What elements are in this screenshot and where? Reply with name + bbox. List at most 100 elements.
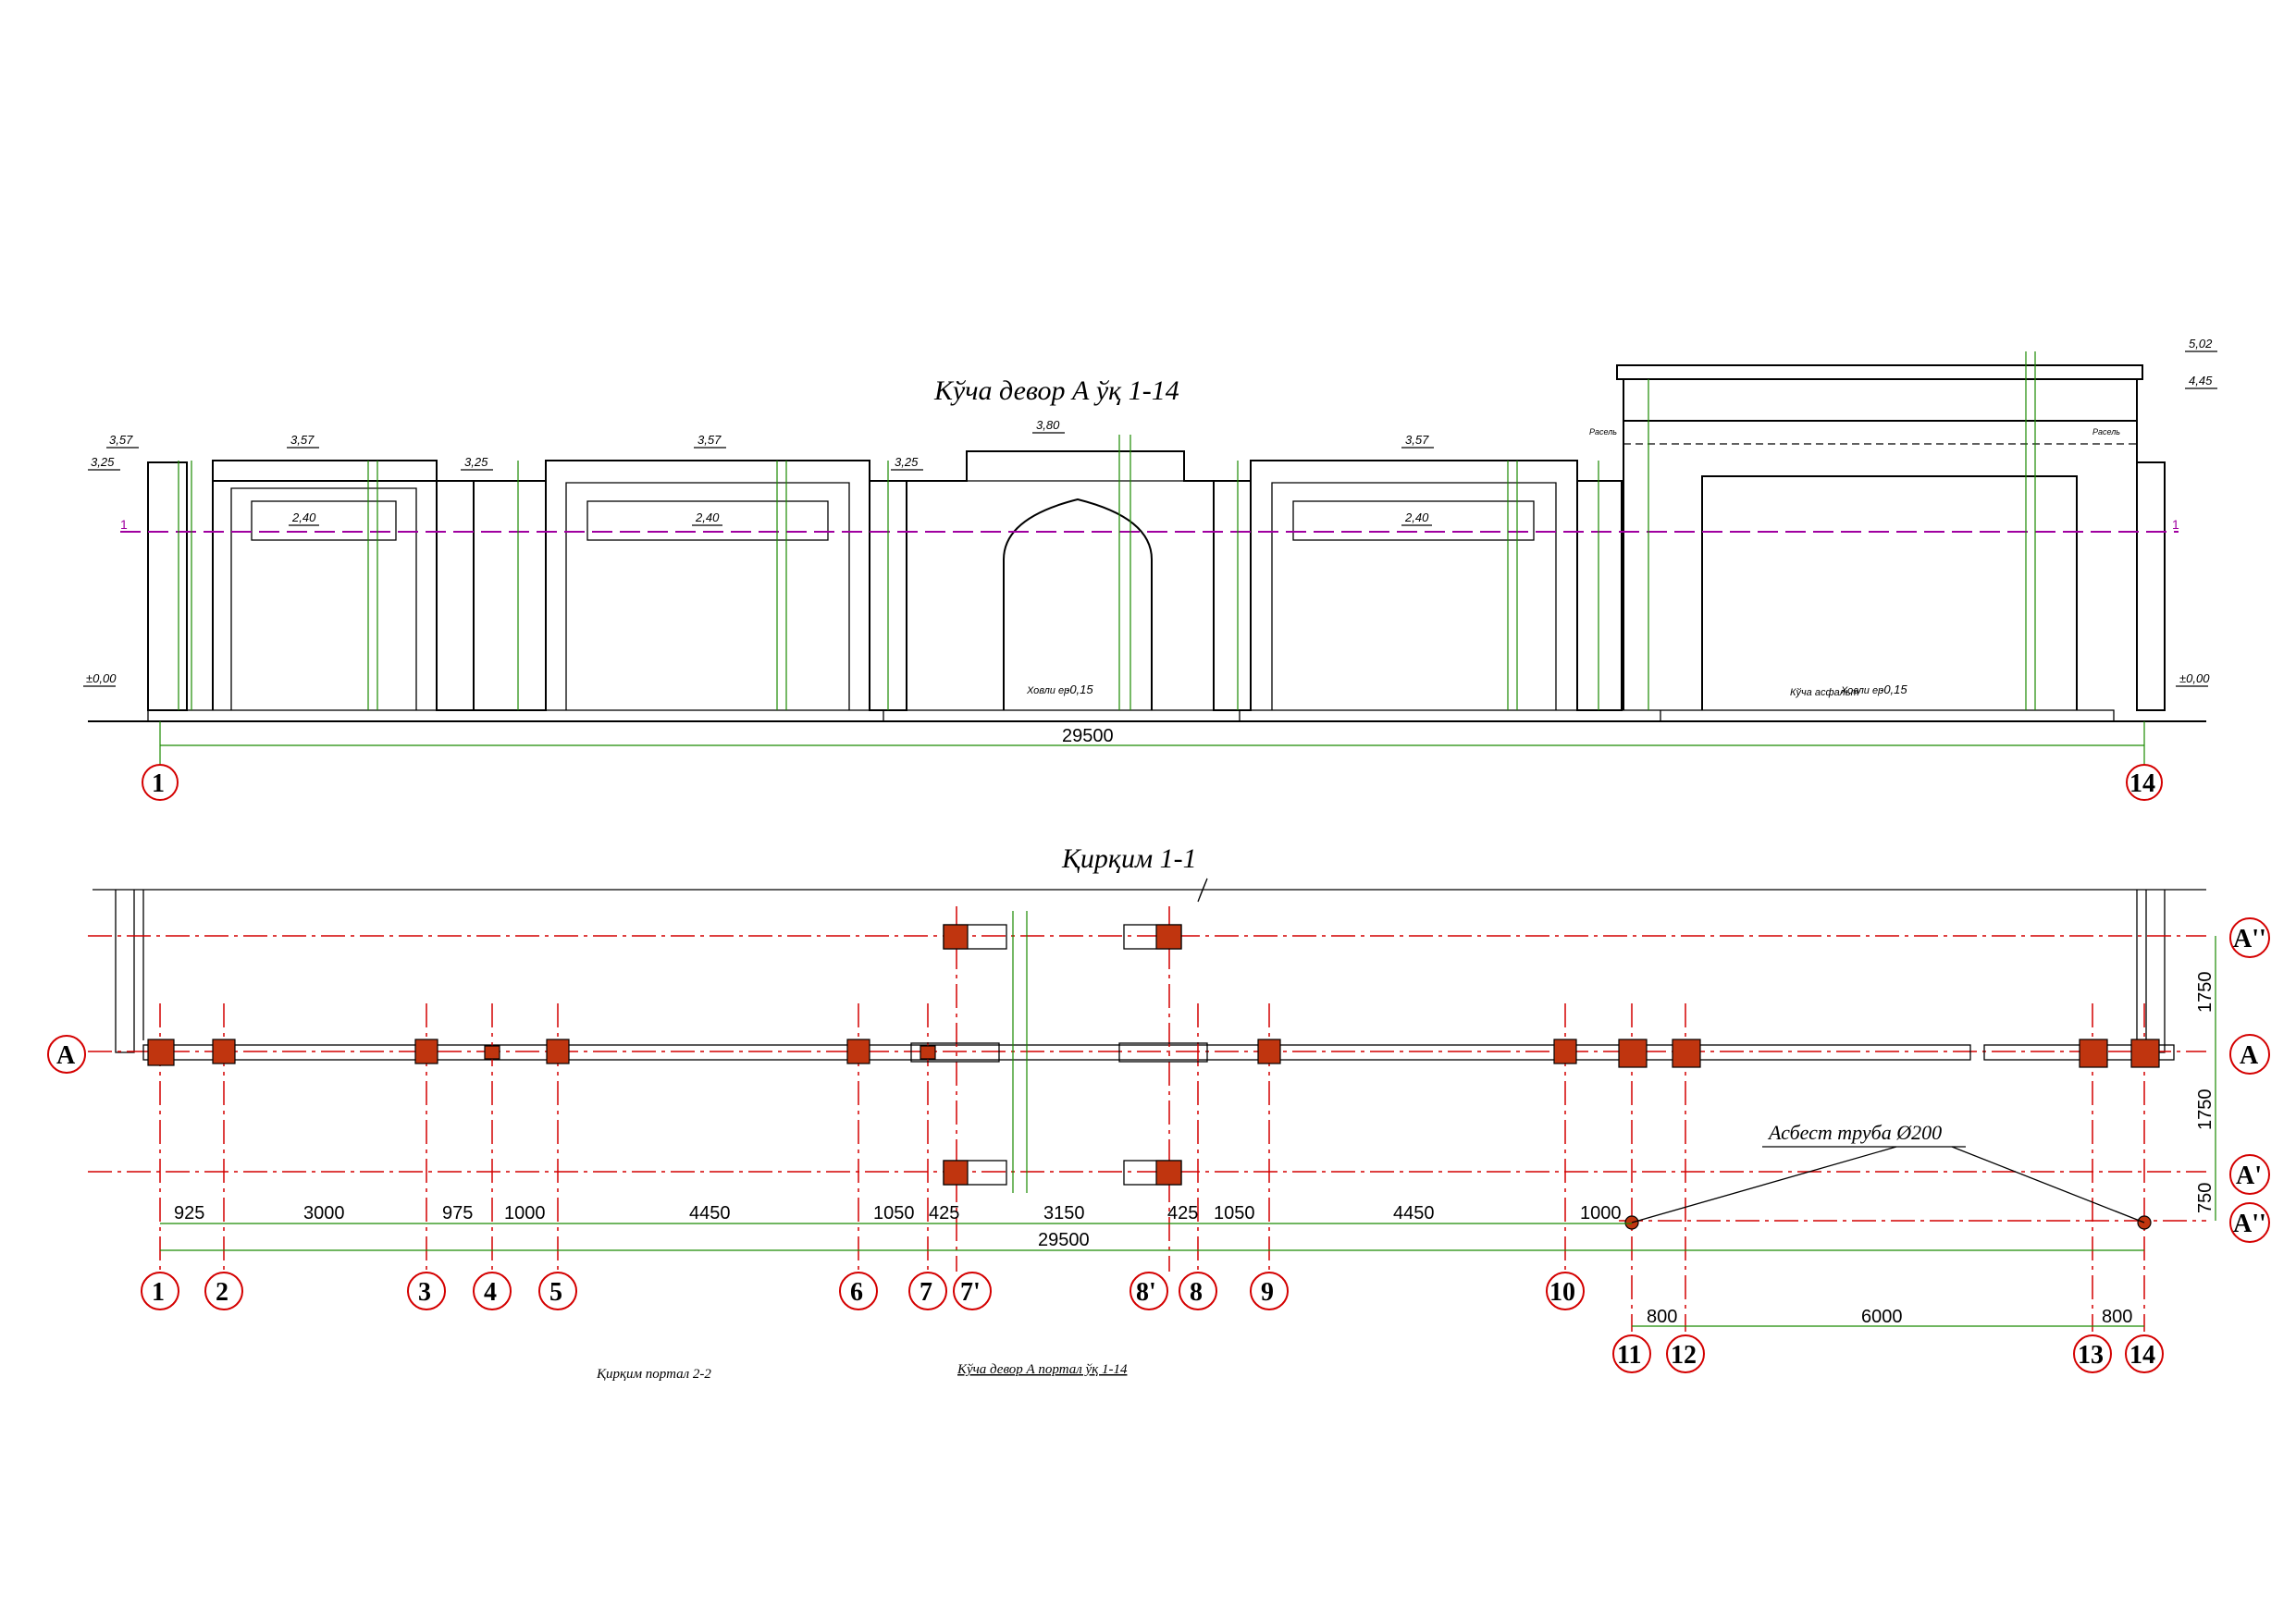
column	[546, 1039, 570, 1064]
axis-marker: A	[47, 1035, 86, 1074]
column	[943, 924, 969, 950]
svg-text:7: 7	[920, 1278, 932, 1307]
svg-text:4450: 4450	[689, 1203, 731, 1223]
ground-labels: Ховли ер -0,15 Кўча асфальт Ховли ер -0,…	[1026, 427, 2120, 698]
elevation-view: Кўча девор А ўқ 1-14	[83, 337, 2217, 801]
wall-panel	[545, 460, 870, 710]
axis-marker: 1	[141, 1272, 179, 1310]
svg-text:1750: 1750	[2195, 1089, 2216, 1131]
svg-text:425: 425	[1167, 1203, 1198, 1223]
column	[212, 1039, 236, 1064]
footer-left: Қирқим портал 2-2	[596, 1367, 711, 1382]
column	[2079, 1039, 2108, 1068]
axis-marker: 5	[538, 1272, 577, 1310]
portal-body	[1623, 421, 2138, 710]
axis-marker: 3	[407, 1272, 446, 1310]
column	[1155, 924, 1182, 950]
vertical-dimensions	[178, 351, 2036, 710]
level-mark: 4,45	[2185, 374, 2217, 389]
svg-text:Расель: Расель	[2092, 427, 2120, 436]
column	[147, 1039, 175, 1066]
section-mark-right: 1	[2172, 517, 2179, 532]
svg-text:3000: 3000	[303, 1203, 345, 1223]
svg-text:Расель: Расель	[1589, 427, 1617, 436]
column	[943, 1160, 969, 1186]
section-mark-left: 1	[120, 517, 128, 532]
svg-text:3,57: 3,57	[290, 433, 315, 447]
plinth	[147, 709, 2115, 722]
level-marks: 3,57 3,25 3,57 3,25 3,57 3,25 3,80 3,57 …	[83, 337, 2217, 687]
svg-text:2,40: 2,40	[1404, 510, 1429, 524]
svg-text:2,40: 2,40	[291, 510, 316, 524]
level-mark: 3,25	[891, 455, 923, 471]
axis-marker: 7'	[953, 1272, 992, 1310]
svg-text:1750: 1750	[2195, 972, 2216, 1014]
svg-text:1050: 1050	[1214, 1203, 1255, 1223]
axis-marker: A''	[2229, 1202, 2270, 1243]
svg-text:925: 925	[174, 1203, 204, 1223]
svg-text:3: 3	[418, 1278, 431, 1307]
svg-text:14: 14	[2129, 769, 2155, 798]
svg-text:3,25: 3,25	[91, 455, 115, 469]
axis-marker: 14	[2125, 1334, 2164, 1373]
svg-text:3,57: 3,57	[109, 433, 133, 447]
wall-strip	[142, 1044, 1971, 1061]
column	[846, 1039, 870, 1064]
svg-text:1: 1	[152, 769, 165, 798]
axis-marker: 10	[1546, 1272, 1585, 1310]
svg-text:13: 13	[2078, 1341, 2104, 1370]
column	[2130, 1039, 2160, 1068]
plan-view: Қирқим 1-1	[47, 843, 2270, 1373]
svg-text:A'': A''	[2233, 1210, 2266, 1238]
elevation-title: Кўча девор А ўқ 1-14	[933, 375, 1179, 406]
level-mark: 3,57	[694, 433, 726, 449]
column	[1553, 1039, 1577, 1064]
column	[1155, 1160, 1182, 1186]
elevation-axis-markers: 1 14	[142, 764, 2163, 801]
column	[1618, 1039, 1648, 1068]
svg-text:3150: 3150	[1043, 1203, 1085, 1223]
axis-marker: 12	[1666, 1334, 1705, 1373]
svg-text:Кўча асфальт: Кўча асфальт	[1790, 687, 1859, 698]
elevation-overall-dimension: 29500	[159, 721, 2145, 768]
wall-panel	[1250, 460, 1578, 710]
axis-marker: A'	[2229, 1154, 2270, 1195]
pier	[147, 461, 188, 711]
svg-text:A': A'	[2236, 1162, 2262, 1190]
svg-text:±0,00: ±0,00	[86, 671, 117, 685]
footer-notes: Қирқим портал 2-2 Кўча девор А портал ўқ…	[596, 1362, 1128, 1382]
svg-text:10: 10	[1549, 1278, 1575, 1307]
svg-text:7': 7'	[960, 1278, 981, 1307]
portal-cornice	[1616, 364, 2143, 380]
axis-marker: 4	[473, 1272, 512, 1310]
footer-center: Кўча девор А портал ўқ 1-14	[957, 1362, 1128, 1377]
svg-text:4: 4	[484, 1278, 497, 1307]
svg-text:975: 975	[442, 1203, 473, 1223]
svg-text:1000: 1000	[1580, 1203, 1622, 1223]
level-mark: 2,40	[692, 510, 722, 526]
svg-text:3,57: 3,57	[1405, 433, 1429, 447]
level-mark: 3,25	[461, 455, 493, 471]
axis-marker: 13	[2073, 1334, 2112, 1373]
axis-marker: A''	[2229, 917, 2270, 958]
svg-text:A'': A''	[2233, 925, 2266, 953]
svg-text:4,45: 4,45	[2189, 374, 2213, 387]
plan-dimension-chain: 925 3000 975 1000 4450 1050 425 3150 425…	[160, 1203, 2144, 1327]
level-mark: 2,40	[289, 510, 319, 526]
svg-text:Ховли ер: Ховли ер	[1026, 685, 1069, 696]
svg-text:4450: 4450	[1393, 1203, 1435, 1223]
svg-text:14: 14	[2129, 1341, 2155, 1370]
section-outline	[93, 878, 2206, 903]
svg-text:6000: 6000	[1861, 1307, 1903, 1327]
svg-text:3,57: 3,57	[697, 433, 722, 447]
svg-text:8: 8	[1190, 1278, 1203, 1307]
level-mark: 3,57	[106, 433, 139, 449]
level-mark: 5,02	[2185, 337, 2217, 352]
plan-axis-markers: 1 2 3 4 5 6 7 7' 8' 8 9 10 11 12 13 14	[141, 1272, 2164, 1373]
svg-text:12: 12	[1671, 1341, 1697, 1370]
svg-text:2: 2	[216, 1278, 228, 1307]
gate-arch	[1003, 498, 1153, 710]
svg-text:1050: 1050	[873, 1203, 915, 1223]
svg-text:±0,00: ±0,00	[2179, 671, 2210, 685]
svg-text:11: 11	[1617, 1341, 1641, 1370]
